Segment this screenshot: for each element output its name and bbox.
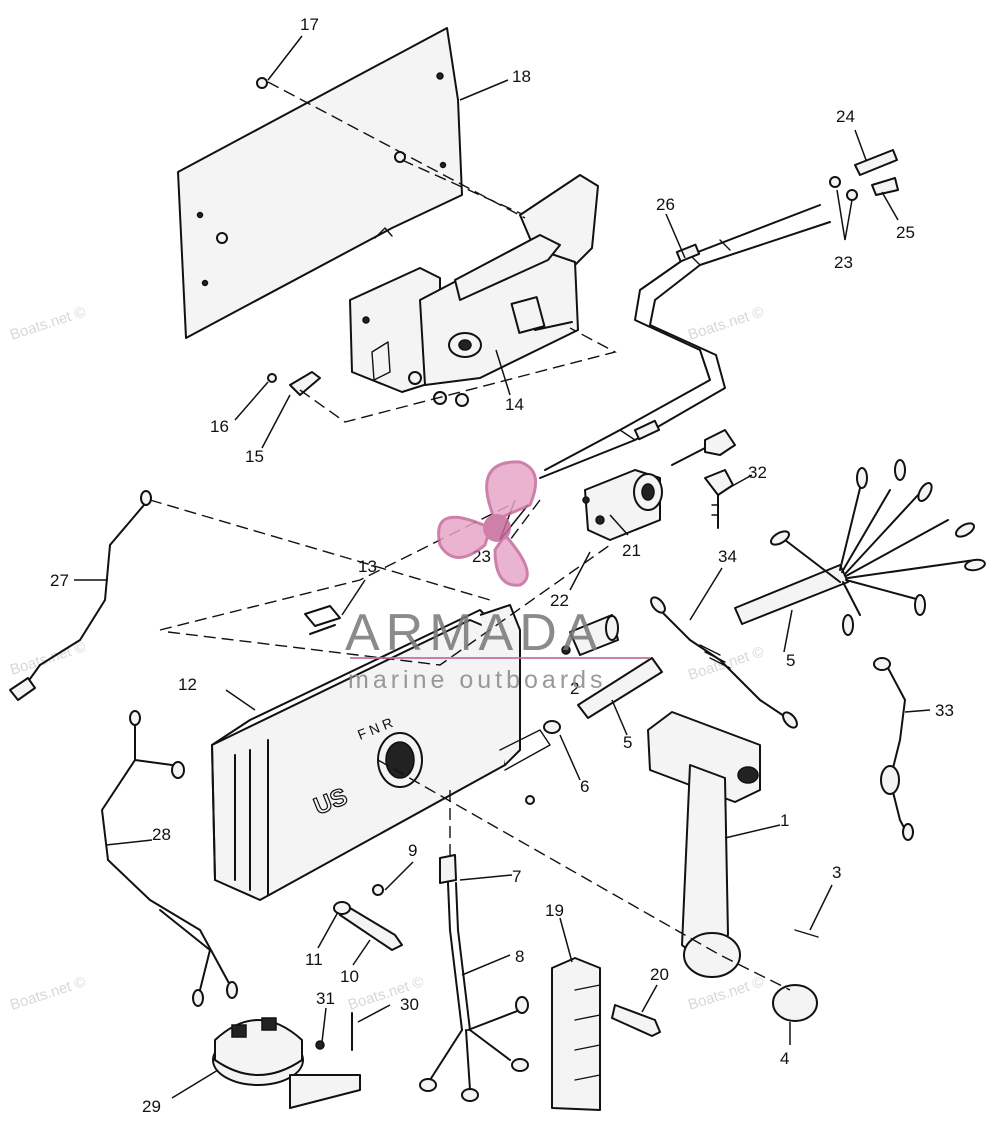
latch-hardware bbox=[256, 77, 321, 396]
callout-21: 21 bbox=[622, 541, 641, 560]
warning-horn bbox=[212, 1012, 361, 1109]
leader-lines bbox=[74, 35, 931, 1099]
latch-screw bbox=[267, 373, 277, 383]
callout-12: 12 bbox=[178, 675, 197, 694]
watermark-site-6: Boats.net © bbox=[686, 973, 766, 1013]
washer-11 bbox=[333, 901, 351, 915]
callout-34: 34 bbox=[718, 547, 737, 566]
callout-7: 7 bbox=[512, 867, 521, 886]
callout-16: 16 bbox=[210, 417, 229, 436]
callout-33: 33 bbox=[935, 701, 954, 720]
lead-33 bbox=[873, 657, 914, 841]
knob-4 bbox=[772, 984, 818, 1022]
callout-28: 28 bbox=[152, 825, 171, 844]
spacer-tube bbox=[543, 657, 663, 734]
latch-part bbox=[289, 371, 321, 396]
callout-3: 3 bbox=[832, 863, 841, 882]
callout-5-right: 5 bbox=[786, 651, 795, 670]
watermark-site-5: Boats.net © bbox=[8, 973, 88, 1013]
fasteners bbox=[333, 795, 535, 951]
callout-25: 25 bbox=[896, 223, 915, 242]
control-housing: F N R US bbox=[211, 604, 551, 901]
callout-27: 27 bbox=[50, 571, 69, 590]
callout-4: 4 bbox=[780, 1049, 789, 1068]
callout-23-top: 23 bbox=[834, 253, 853, 272]
control-handle bbox=[647, 711, 819, 1022]
screw-20 bbox=[611, 1004, 661, 1037]
callout-10: 10 bbox=[340, 967, 359, 986]
watermark-site-1: Boats.net © bbox=[8, 303, 88, 343]
callout-30: 30 bbox=[400, 995, 419, 1014]
callout-26: 26 bbox=[656, 195, 675, 214]
ignition-keys bbox=[671, 429, 736, 529]
callout-numbers: 17 18 16 15 14 13 12 27 28 26 24 25 23 2… bbox=[50, 15, 954, 1116]
callout-22: 22 bbox=[550, 591, 569, 610]
fitting-25 bbox=[871, 177, 899, 196]
screw-9 bbox=[372, 884, 384, 896]
washer-6 bbox=[543, 720, 561, 734]
callout-32: 32 bbox=[748, 463, 767, 482]
callout-31: 31 bbox=[316, 989, 335, 1008]
callout-20: 20 bbox=[650, 965, 669, 984]
lead-27 bbox=[9, 490, 152, 701]
fitting-24 bbox=[854, 149, 898, 176]
propeller-logo bbox=[437, 460, 538, 587]
plate-screw bbox=[256, 77, 268, 89]
callout-13: 13 bbox=[358, 557, 377, 576]
control-cables bbox=[539, 204, 831, 479]
callout-29: 29 bbox=[142, 1097, 161, 1116]
callout-24: 24 bbox=[836, 107, 855, 126]
callout-14: 14 bbox=[505, 395, 524, 414]
callout-17: 17 bbox=[300, 15, 319, 34]
callout-8: 8 bbox=[515, 947, 524, 966]
callout-5-center: 5 bbox=[623, 733, 632, 752]
lead-34 bbox=[650, 596, 798, 729]
watermark-site-3: Boats.net © bbox=[8, 638, 88, 678]
callout-9: 9 bbox=[408, 841, 417, 860]
brand-watermark: ARMADA marine outboards bbox=[345, 460, 650, 694]
callout-6: 6 bbox=[580, 777, 589, 796]
callout-1: 1 bbox=[780, 811, 789, 830]
callout-11: 11 bbox=[305, 950, 323, 969]
callout-19: 19 bbox=[545, 901, 564, 920]
brand-tagline: marine outboards bbox=[348, 666, 607, 694]
callout-18: 18 bbox=[512, 67, 531, 86]
trim-harness bbox=[419, 854, 529, 1102]
neutral-switch bbox=[561, 614, 619, 656]
control-mechanism bbox=[349, 174, 599, 407]
terminal-block bbox=[551, 957, 661, 1111]
watermark-site-4: Boats.net © bbox=[686, 643, 766, 683]
brand-name: ARMADA bbox=[345, 604, 603, 662]
cable-end-fittings bbox=[829, 149, 899, 201]
lead-28 bbox=[101, 710, 238, 1007]
retainer-clip bbox=[304, 605, 341, 635]
callout-2: 2 bbox=[570, 679, 579, 698]
watermark-site-2: Boats.net © bbox=[686, 303, 766, 343]
callout-15: 15 bbox=[245, 447, 264, 466]
ignition-switch bbox=[582, 469, 663, 541]
wiring-harness bbox=[734, 459, 986, 636]
